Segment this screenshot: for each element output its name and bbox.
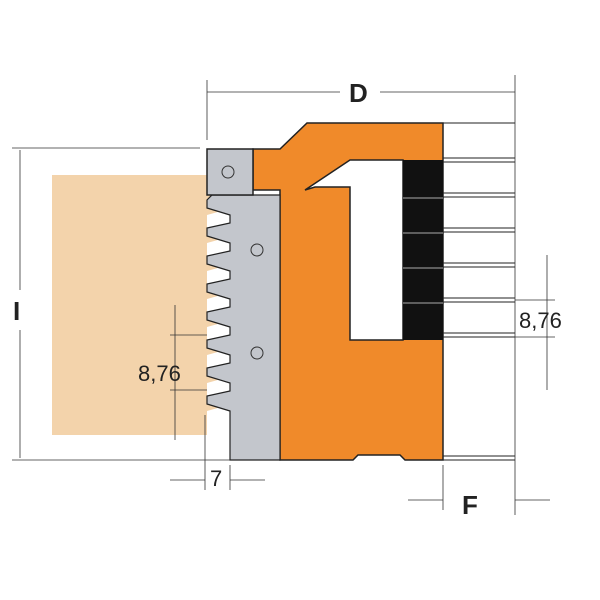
tooth-pitch-left-label: 8,76 [138, 361, 181, 386]
dimension-i-label: I [13, 296, 21, 326]
tooth-depth-label: 7 [210, 466, 223, 491]
spindle-lines [443, 122, 515, 461]
top-knife [206, 148, 254, 196]
dimension-lines [12, 75, 555, 515]
screw-icon [250, 346, 264, 360]
spacer-blocks [403, 160, 443, 340]
wood-workpiece [52, 175, 232, 435]
dimension-f-label: F [462, 490, 478, 520]
finger-joint-knife [206, 194, 281, 461]
tooth-pitch-right-label: 8,76 [519, 308, 562, 333]
screw-icon [250, 243, 264, 257]
dimension-d-label: D [349, 78, 368, 108]
screw-icon [221, 165, 235, 179]
